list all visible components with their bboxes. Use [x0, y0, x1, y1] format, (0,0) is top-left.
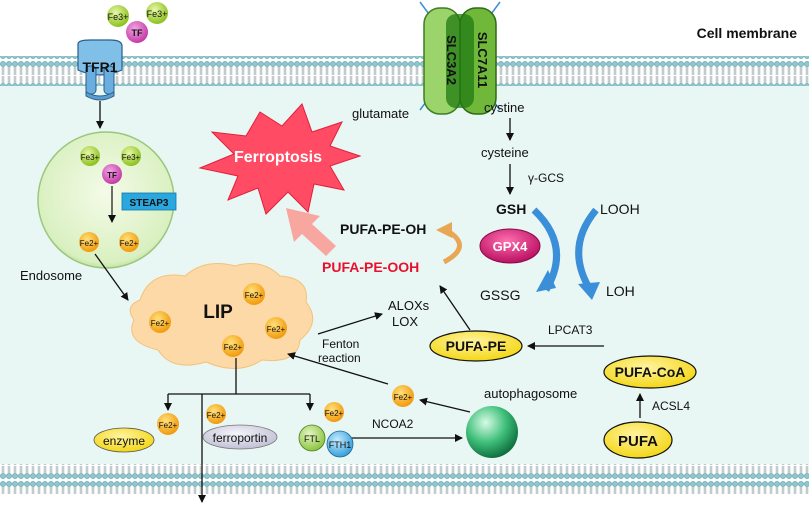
- arrow-autophagosome-to-fe: [419, 397, 471, 413]
- cysteine-label: cysteine: [481, 145, 529, 160]
- endosome-label: Endosome: [20, 268, 82, 283]
- arrow-endosome-to-lip: [94, 253, 129, 301]
- autophagosome-label: autophagosome: [484, 386, 577, 401]
- tf-label: TF: [132, 28, 143, 38]
- fe3-label: Fe3+: [81, 153, 100, 162]
- pufa-coa-label: PUFA-CoA: [615, 364, 686, 380]
- autophagosome: [466, 406, 518, 458]
- ftl-label: FTL: [304, 434, 320, 444]
- lox-label: LOX: [392, 314, 418, 329]
- fe2-ion: [392, 385, 414, 407]
- arrow-fe-to-lip: [287, 352, 389, 385]
- extracellular-tf-complex: Fe3+ Fe3+ TF: [107, 2, 168, 43]
- pufa-pe-oh-label: PUFA-PE-OH: [340, 221, 426, 237]
- labile-iron-pool: LIP Fe2+ Fe2+ Fe2+ Fe2+: [129, 263, 314, 369]
- fe2-label: Fe2+: [224, 343, 243, 352]
- tfr1-label: TFR1: [83, 59, 118, 75]
- fe2-label: Fe2+: [159, 421, 178, 430]
- loh-label: LOH: [606, 283, 635, 299]
- fe3-label: Fe3+: [122, 153, 141, 162]
- ftl-node: [298, 424, 326, 452]
- fe2-ion: [149, 311, 171, 333]
- lip-label: LIP: [203, 302, 233, 323]
- fe2-ion: [265, 317, 287, 339]
- fe2-label: Fe2+: [120, 239, 139, 248]
- fe3-ion: [107, 5, 129, 27]
- gsh-label: GSH: [496, 201, 526, 217]
- arrow-looh-to-loh: [575, 207, 599, 288]
- steap3-label: STEAP3: [130, 198, 169, 209]
- pufa-pe-ooh-label: PUFA-PE-OOH: [322, 259, 419, 275]
- fe3-ion: [121, 146, 141, 166]
- pufa-coa-node: [603, 355, 697, 389]
- alox-label: ALOXs: [388, 298, 430, 313]
- fe2-label: Fe2+: [151, 319, 170, 328]
- pufa-node: [603, 421, 673, 459]
- tfr1-receptor: TFR1: [77, 39, 123, 101]
- fe3-label: Fe3+: [147, 9, 168, 19]
- fe2-label: Fe2+: [325, 409, 344, 418]
- ferroptosis-burst: Ferroptosis: [198, 103, 362, 215]
- iron-distribution: [164, 358, 314, 503]
- fe2-ion: [324, 402, 344, 422]
- cell-membrane-top: [0, 56, 809, 86]
- ncoa2-label: NCOA2: [372, 417, 414, 431]
- pufa-label: PUFA: [618, 433, 658, 450]
- fe3-label: Fe3+: [108, 12, 129, 22]
- fe2-ion: [222, 335, 244, 357]
- cell-membrane-bottom: [0, 464, 809, 494]
- arrow-pufa-pe-to-ooh: [439, 285, 471, 331]
- fe2-label: Fe2+: [267, 325, 286, 334]
- fe2-label: Fe2+: [80, 239, 99, 248]
- ferroptosis-label: Ferroptosis: [234, 149, 322, 166]
- ferroportin-label: ferroportin: [213, 431, 268, 445]
- fe2-ion: [157, 413, 179, 435]
- fe2-ion: [206, 404, 226, 424]
- system-xc-transporter: SLC3A2 SLC7A11: [419, 1, 501, 115]
- enzyme-label: enzyme: [103, 434, 145, 448]
- glutamate-label: glutamate: [352, 106, 409, 121]
- transferrin: [102, 164, 122, 184]
- gssg-label: GSSG: [480, 287, 520, 303]
- fe3-ion: [80, 146, 100, 166]
- transferrin: [126, 21, 148, 43]
- ggcs-label: γ-GCS: [528, 171, 564, 185]
- slc7a11-label: SLC7A11: [475, 32, 490, 88]
- gpx4-label: GPX4: [493, 239, 528, 254]
- fth1-node: [326, 430, 354, 458]
- looh-label: LOOH: [600, 201, 640, 217]
- fenton-label-1: Fenton: [322, 337, 359, 351]
- fe2-ion: [79, 232, 99, 252]
- tf-label: TF: [107, 171, 117, 180]
- fe2-label: Fe2+: [394, 393, 413, 402]
- arrow-ooh-to-oh-head: [436, 222, 452, 238]
- ferroportin-node: [202, 424, 278, 450]
- gpx4-enzyme: [479, 228, 541, 264]
- steap3-box: [121, 192, 177, 211]
- arrow-gsh-to-gssg-head: [536, 270, 556, 292]
- acsl4-label: ACSL4: [652, 399, 690, 413]
- fe2-ion: [243, 283, 265, 305]
- fth1-label: FTH1: [329, 440, 352, 450]
- pufa-pe-node: [429, 330, 523, 362]
- fenton-label-2: reaction: [318, 351, 361, 365]
- endosome: Fe3+ Fe3+ TF STEAP3 Fe2+ Fe2+: [37, 131, 177, 269]
- arrow-fenton-to-alox: [317, 312, 383, 335]
- cell-membrane-label: Cell membrane: [697, 25, 798, 41]
- cystine-label: cystine: [484, 100, 524, 115]
- enzyme-node: [93, 427, 155, 453]
- pufa-pe-label: PUFA-PE: [446, 338, 507, 354]
- arrow-looh-to-loh-head: [578, 282, 600, 300]
- slc3a2-label: SLC3A2: [444, 35, 459, 85]
- fe2-label: Fe2+: [245, 291, 264, 300]
- fe3-ion: [146, 2, 168, 24]
- fe2-label: Fe2+: [207, 411, 226, 420]
- lpcat3-label: LPCAT3: [548, 323, 593, 337]
- arrow-to-ferroptosis: [286, 208, 336, 256]
- fe2-ion: [119, 232, 139, 252]
